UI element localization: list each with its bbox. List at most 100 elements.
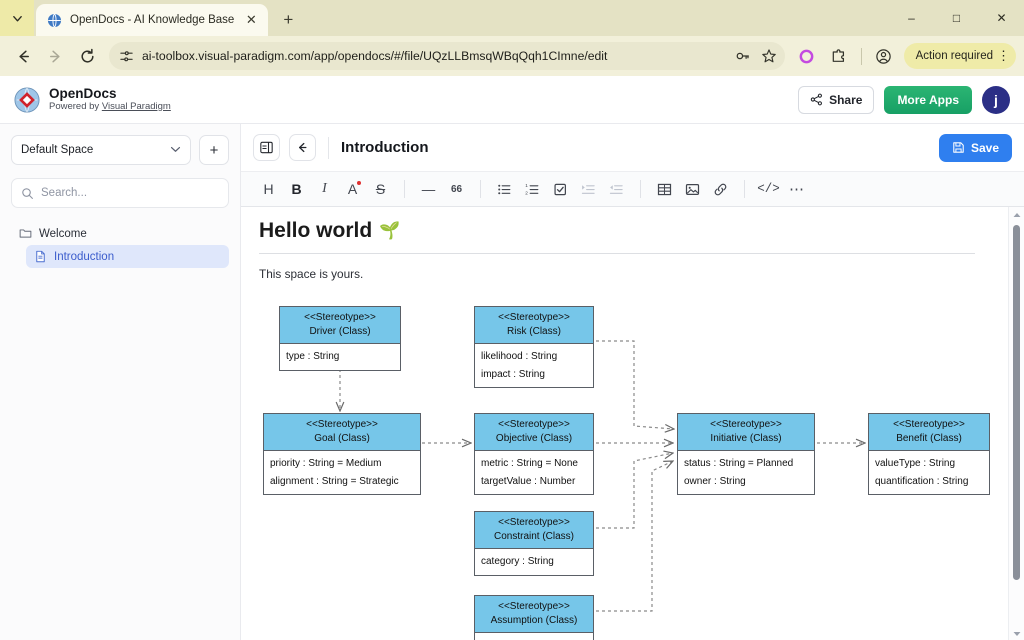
image-button[interactable] bbox=[679, 176, 706, 202]
table-button[interactable] bbox=[651, 176, 678, 202]
sidebar-item-introduction[interactable]: Introduction bbox=[26, 245, 229, 268]
tab-search-dropdown-icon[interactable] bbox=[0, 0, 34, 36]
action-required-label: Action required bbox=[915, 50, 993, 62]
class-name-label: Benefit (Class) bbox=[896, 432, 962, 444]
extension-circle-icon[interactable] bbox=[792, 41, 822, 71]
omnibox-actions bbox=[731, 44, 781, 68]
indent-button[interactable] bbox=[575, 176, 602, 202]
stereotype-label: <<Stereotype>> bbox=[498, 419, 570, 430]
uml-attribute: likelihood : String bbox=[481, 351, 558, 362]
uml-class-header: <<Stereotype>> Constraint (Class) bbox=[475, 512, 593, 549]
document-content[interactable]: Hello world 🌱 This space is yours. bbox=[241, 207, 1024, 640]
stereotype-label: <<Stereotype>> bbox=[498, 312, 570, 323]
class-name-label: Constraint (Class) bbox=[493, 530, 575, 542]
uml-class-diagram[interactable]: <<Stereotype>> Driver (Class) type : Str… bbox=[259, 291, 1000, 640]
back-button[interactable] bbox=[8, 41, 38, 71]
text-color-button[interactable]: A bbox=[339, 176, 366, 202]
user-avatar[interactable]: j bbox=[982, 85, 1010, 114]
class-name-label: Initiative (Class) bbox=[710, 432, 782, 444]
uml-attributes: status : String = Planned owner : String bbox=[678, 451, 814, 494]
uml-class-assumption[interactable]: <<Stereotype>> Assumption (Class) riskLe… bbox=[474, 595, 594, 640]
action-required-menu-icon[interactable]: ⋮ bbox=[997, 48, 1010, 63]
scroll-down-arrow-icon[interactable] bbox=[1009, 626, 1024, 640]
more-apps-button[interactable]: More Apps bbox=[884, 85, 972, 114]
powered-by-text: Powered by bbox=[49, 100, 102, 112]
italic-button[interactable]: I bbox=[311, 176, 338, 202]
app-header: OpenDocs Powered by Visual Paradigm Shar… bbox=[0, 76, 1024, 124]
heading-button[interactable]: H bbox=[255, 176, 282, 202]
address-bar[interactable]: ai-toolbox.visual-paradigm.com/app/opend… bbox=[109, 42, 785, 70]
scroll-up-arrow-icon[interactable] bbox=[1009, 207, 1024, 223]
forward-button[interactable] bbox=[40, 41, 70, 71]
seedling-emoji-icon: 🌱 bbox=[379, 221, 401, 240]
stereotype-label: <<Stereotype>> bbox=[893, 419, 965, 430]
bullet-list-button[interactable] bbox=[491, 176, 518, 202]
uml-attribute: category : String bbox=[481, 556, 554, 567]
link-button[interactable] bbox=[707, 176, 734, 202]
uml-class-driver[interactable]: <<Stereotype>> Driver (Class) type : Str… bbox=[279, 306, 401, 371]
class-name-label: Goal (Class) bbox=[314, 432, 370, 444]
share-button[interactable]: Share bbox=[798, 85, 875, 114]
tab-close-icon[interactable]: ✕ bbox=[245, 12, 257, 27]
uml-class-constraint[interactable]: <<Stereotype>> Constraint (Class) catego… bbox=[474, 511, 594, 576]
uml-class-header: <<Stereotype>> Goal (Class) bbox=[264, 414, 420, 451]
new-tab-button[interactable]: + bbox=[283, 10, 294, 29]
editor-pane: Introduction Save H B I A S — 66 bbox=[241, 124, 1024, 640]
password-key-icon[interactable] bbox=[731, 44, 755, 68]
uml-class-benefit[interactable]: <<Stereotype>> Benefit (Class) valueType… bbox=[868, 413, 990, 495]
uml-class-risk[interactable]: <<Stereotype>> Risk (Class) likelihood :… bbox=[474, 306, 594, 388]
class-name-label: Assumption (Class) bbox=[490, 614, 578, 626]
site-settings-icon[interactable] bbox=[119, 49, 134, 64]
strikethrough-button[interactable]: S bbox=[367, 176, 394, 202]
uml-attribute: owner : String bbox=[684, 475, 746, 487]
uml-attribute: metric : String = None bbox=[481, 458, 578, 469]
back-arrow-icon[interactable] bbox=[289, 134, 316, 161]
more-glyph: ⋯ bbox=[789, 181, 804, 198]
outdent-button[interactable] bbox=[603, 176, 630, 202]
window-close-button[interactable]: ✕ bbox=[996, 11, 1007, 25]
uml-class-initiative[interactable]: <<Stereotype>> Initiative (Class) status… bbox=[677, 413, 815, 495]
more-options-button[interactable]: ⋯ bbox=[783, 176, 810, 202]
vertical-scrollbar[interactable] bbox=[1008, 207, 1024, 640]
toolbar-separator bbox=[404, 180, 405, 198]
browser-tab[interactable]: OpenDocs - AI Knowledge Base ✕ bbox=[36, 4, 269, 36]
window-maximize-button[interactable]: □ bbox=[952, 11, 961, 25]
visual-paradigm-link[interactable]: Visual Paradigm bbox=[101, 100, 171, 112]
blockquote-button[interactable]: 66 bbox=[443, 176, 470, 202]
horizontal-rule-button[interactable]: — bbox=[415, 176, 442, 202]
search-placeholder: Search... bbox=[41, 187, 88, 199]
italic-glyph: I bbox=[322, 181, 327, 196]
stereotype-label: <<Stereotype>> bbox=[304, 312, 376, 323]
profile-avatar-icon[interactable] bbox=[869, 41, 899, 71]
page-icon bbox=[36, 250, 45, 263]
uml-attributes: likelihood : String impact : String bbox=[475, 344, 593, 387]
brand-name: OpenDocs bbox=[49, 86, 117, 102]
brand[interactable]: OpenDocs Powered by Visual Paradigm bbox=[14, 86, 171, 113]
add-page-button[interactable]: + bbox=[199, 135, 229, 165]
bookmark-star-icon[interactable] bbox=[757, 44, 781, 68]
sidebar-toggle-icon[interactable] bbox=[253, 134, 280, 161]
sidebar-item-label: Welcome bbox=[39, 227, 87, 240]
chevron-down-icon bbox=[170, 145, 181, 155]
bold-button[interactable]: B bbox=[283, 176, 310, 202]
folder-icon bbox=[19, 229, 32, 238]
save-button[interactable]: Save bbox=[938, 133, 1012, 162]
share-label: Share bbox=[829, 92, 863, 107]
checklist-button[interactable] bbox=[547, 176, 574, 202]
reload-button[interactable] bbox=[72, 41, 102, 71]
uml-class-objective[interactable]: <<Stereotype>> Objective (Class) metric … bbox=[474, 413, 594, 495]
search-input[interactable]: Search... bbox=[11, 178, 229, 208]
window-minimize-button[interactable]: – bbox=[908, 11, 915, 25]
space-selector[interactable]: Default Space bbox=[11, 135, 191, 165]
uml-class-goal[interactable]: <<Stereotype>> Goal (Class) priority : S… bbox=[263, 413, 421, 495]
uml-class-header: <<Stereotype>> Benefit (Class) bbox=[869, 414, 989, 451]
code-button[interactable]: </> bbox=[755, 176, 782, 202]
scrollbar-thumb[interactable] bbox=[1013, 225, 1020, 580]
svg-text:1: 1 bbox=[525, 182, 528, 187]
opendocs-logo-icon bbox=[14, 86, 40, 113]
extensions-puzzle-icon[interactable] bbox=[824, 41, 854, 71]
sidebar-item-welcome[interactable]: Welcome bbox=[11, 222, 229, 245]
action-required-button[interactable]: Action required ⋮ bbox=[903, 43, 1016, 69]
